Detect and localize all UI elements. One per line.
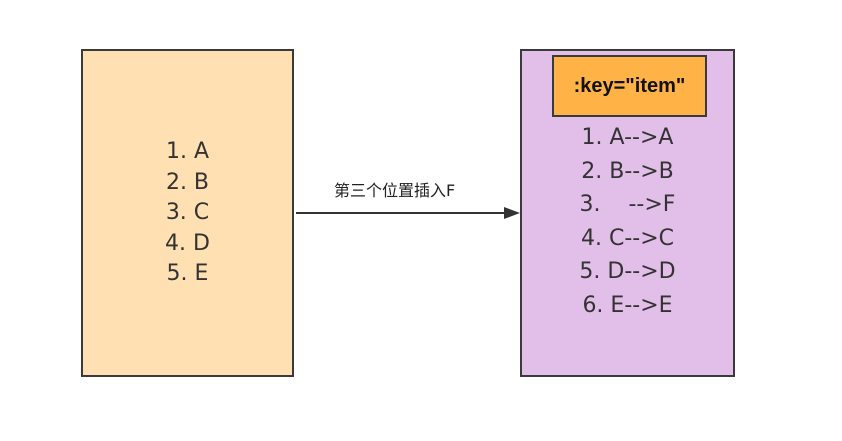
keyed-list-item: 2. B-->B xyxy=(581,158,674,184)
keyed-list-item: 1. A-->A xyxy=(581,125,674,150)
keyed-list-item: 3. -->F xyxy=(579,192,676,217)
keyed-list: 1. A-->A 2. B-->B 3. -->F 4. C-->C 5. D-… xyxy=(522,121,733,322)
keyed-list-box: :key="item" 1. A-->A 2. B-->B 3. -->F 4.… xyxy=(520,49,735,377)
original-list-item: 5. E xyxy=(166,261,209,286)
original-list-item: 3. C xyxy=(165,200,210,225)
arrow-head xyxy=(504,207,520,219)
key-badge: :key="item" xyxy=(552,55,707,117)
keyed-list-item: 6. E-->E xyxy=(582,292,673,318)
original-list-box: 1. A 2. B 3. C 4. D 5. E xyxy=(81,49,294,377)
keyed-list-item: 4. C-->C xyxy=(580,225,675,251)
arrow-label: 第三个位置插入F xyxy=(334,181,456,200)
keyed-list-item: 5. D-->D xyxy=(579,259,676,284)
original-list: 1. A 2. B 3. C 4. D 5. E xyxy=(83,137,292,290)
original-list-item: 2. B xyxy=(165,169,210,195)
original-list-item: 4. D xyxy=(165,230,210,256)
original-list-item: 1. A xyxy=(165,139,210,164)
